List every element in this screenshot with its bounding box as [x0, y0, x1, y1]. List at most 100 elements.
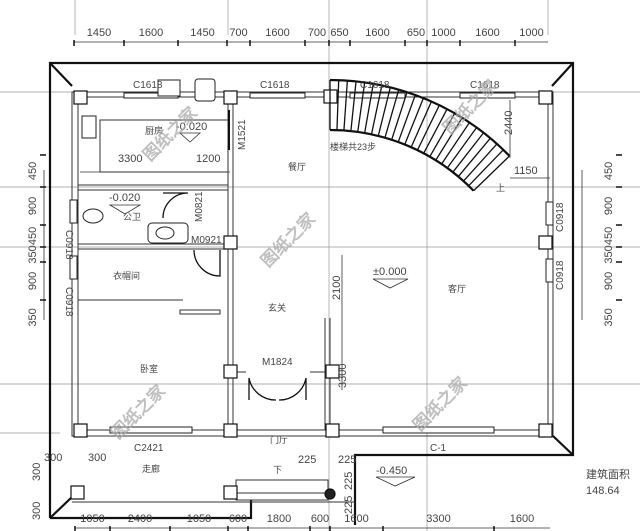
dim-text: 300: [88, 452, 106, 464]
room-bedroom: 卧室: [140, 363, 158, 374]
level-kitchen: -0.020: [176, 121, 207, 133]
dim-text: 3300: [426, 513, 450, 525]
dim-text: 1050: [187, 513, 211, 525]
dim-text: 225: [298, 454, 316, 466]
stair-tread: [416, 104, 440, 151]
window-label-c1: C-1: [430, 443, 447, 454]
stair-tread: [473, 155, 510, 192]
dim-text: 350: [27, 308, 39, 326]
room-bathroom: 公卫: [123, 212, 141, 222]
dim-text: 2440: [503, 111, 515, 135]
room-living: 客厅: [448, 283, 466, 294]
doors: [162, 110, 307, 401]
dim-text: 225: [338, 454, 356, 466]
level-bathroom: -0.020: [109, 192, 140, 204]
stair-tread: [404, 97, 425, 145]
dim-text: 450: [603, 227, 615, 245]
door-m0921: [193, 249, 221, 277]
dim-text: 1600: [139, 27, 163, 39]
dim-text: 1600: [265, 27, 289, 39]
dim-text: 900: [603, 197, 615, 215]
stair-tread: [463, 143, 498, 182]
steps: [235, 479, 329, 501]
dim-text: 1600: [344, 513, 368, 525]
room-dining: 餐厅: [288, 161, 306, 172]
columns: [70, 89, 553, 500]
watermark: 图纸之家: [409, 373, 471, 435]
dim-text: 3300: [118, 153, 142, 165]
stair-outer-rail: [329, 78, 511, 157]
dim-text: 600: [311, 513, 329, 525]
dimension-lines: [43, 41, 583, 529]
window-label: C0918: [63, 230, 74, 260]
window-label: C0918: [555, 202, 566, 232]
window-label: C1618: [133, 80, 163, 91]
dim-text: 1200: [196, 153, 220, 165]
dim-text: 650: [330, 27, 348, 39]
stair-tread: [446, 127, 478, 169]
door-label: M0921: [191, 235, 222, 246]
dim-text: 900: [603, 272, 615, 290]
staircase: [329, 78, 511, 192]
dim-text: 450: [27, 227, 39, 245]
stair-up-label: 上: [496, 183, 505, 193]
washbasin: [155, 226, 175, 240]
dim-text: 900: [27, 197, 39, 215]
roof-outline: [48, 61, 575, 525]
room-corridor: 走廊: [142, 463, 160, 474]
dim-text: 1050: [80, 513, 104, 525]
dim-text: 1000: [519, 27, 543, 39]
stove: [81, 115, 97, 139]
dim-text: 300: [44, 452, 62, 464]
stair-tread: [336, 80, 340, 131]
window-label: C0918: [555, 260, 566, 290]
window-label: C1618: [470, 80, 500, 91]
window-label-c2421: C2421: [134, 443, 164, 454]
dim-text: 1800: [267, 513, 291, 525]
stair-tread: [343, 80, 349, 131]
dim-text: 650: [407, 27, 425, 39]
dim-text: 450: [27, 162, 39, 180]
stair-tread: [429, 113, 456, 157]
fridge: [194, 78, 216, 102]
stair-tread: [357, 82, 366, 133]
dim-text: 1450: [87, 27, 111, 39]
dim-text: 1600: [365, 27, 389, 39]
dim-text: 2100: [331, 276, 343, 300]
door-m1824: [248, 377, 307, 401]
level-markers: [108, 132, 416, 487]
door-label: M0821: [194, 191, 205, 222]
area-value: 148.64: [586, 485, 620, 497]
stair-tread: [370, 85, 383, 135]
stair-tread: [452, 132, 485, 173]
room-kitchen: 厨房: [145, 125, 163, 136]
dim-text: 300: [31, 463, 43, 481]
dim-text: 1000: [431, 27, 455, 39]
dim-text: 350: [603, 245, 615, 263]
dim-text: 225: [343, 496, 355, 514]
stair-tread: [457, 137, 491, 177]
dim-text: 1450: [190, 27, 214, 39]
dim-text: 700: [229, 27, 247, 39]
dim-text: 600: [229, 513, 247, 525]
dim-text: 3300: [337, 364, 349, 388]
room-entrance-hall: 门厅: [270, 434, 288, 445]
dim-text: 2400: [128, 513, 152, 525]
watermark: 图纸之家: [257, 209, 319, 271]
stair-tread: [364, 83, 374, 134]
level-living: ±0.000: [373, 266, 407, 278]
room-closet: 衣帽间: [113, 270, 140, 281]
stair-tread: [435, 117, 463, 161]
dim-text: 350: [603, 308, 615, 326]
dim-text: 1150: [514, 165, 538, 177]
sink: [157, 79, 181, 97]
dim-text: 300: [31, 502, 43, 520]
stair-tread: [397, 94, 416, 143]
stairs-note: 楼梯共23步: [330, 141, 376, 152]
window-label: C0918: [63, 287, 74, 317]
dim-text: 700: [308, 27, 326, 39]
dim-text: 1600: [510, 513, 534, 525]
dim-text: 350: [27, 245, 39, 263]
stair-tread: [423, 108, 448, 154]
